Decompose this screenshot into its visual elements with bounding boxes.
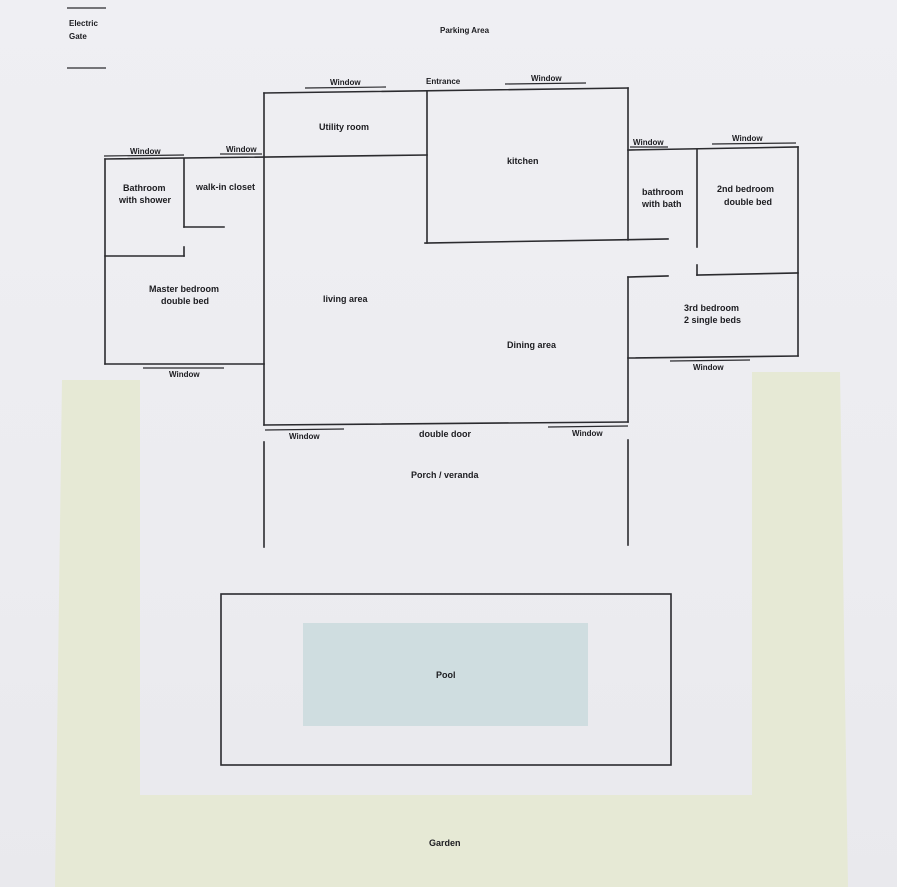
label-bathroom-bath-2: with bath (641, 199, 682, 209)
pool-water (303, 623, 588, 726)
label-master-bedroom-1: Master bedroom (149, 284, 219, 294)
label-window-4: Window (226, 145, 257, 154)
label-second-bedroom-1: 2nd bedroom (717, 184, 774, 194)
label-kitchen: kitchen (507, 156, 539, 166)
label-electric-gate-2: Gate (69, 32, 87, 41)
label-window-9: Window (289, 432, 320, 441)
label-window-10: Window (572, 429, 603, 438)
label-third-bedroom-1: 3rd bedroom (684, 303, 739, 313)
label-window-1: Window (330, 78, 361, 87)
label-window-2: Window (531, 74, 562, 83)
garden-area (55, 372, 848, 887)
label-electric-gate-1: Electric (69, 19, 98, 28)
label-bathroom-shower-2: with shower (118, 195, 172, 205)
label-bathroom-bath-1: bathroom (642, 187, 684, 197)
label-bathroom-shower-1: Bathroom (123, 183, 166, 193)
label-window-8: Window (693, 363, 724, 372)
label-window-3: Window (130, 147, 161, 156)
label-third-bedroom-2: 2 single beds (684, 315, 741, 325)
label-window-5: Window (633, 138, 664, 147)
label-walk-in-closet: walk-in closet (195, 182, 255, 192)
pool-deck (220, 593, 672, 766)
label-window-7: Window (169, 370, 200, 379)
label-dining-area: Dining area (507, 340, 557, 350)
label-pool: Pool (436, 670, 456, 680)
label-second-bedroom-2: double bed (724, 197, 772, 207)
window-marks (103, 82, 797, 431)
label-entrance: Entrance (426, 77, 461, 86)
label-utility-room: Utility room (319, 122, 369, 132)
label-window-6: Window (732, 134, 763, 143)
label-living-area: living area (323, 294, 369, 304)
label-double-door: double door (419, 429, 471, 439)
house-walls (104, 87, 799, 548)
label-parking-area: Parking Area (440, 26, 490, 35)
label-porch: Porch / veranda (411, 470, 480, 480)
label-garden: Garden (429, 838, 461, 848)
label-master-bedroom-2: double bed (161, 296, 209, 306)
